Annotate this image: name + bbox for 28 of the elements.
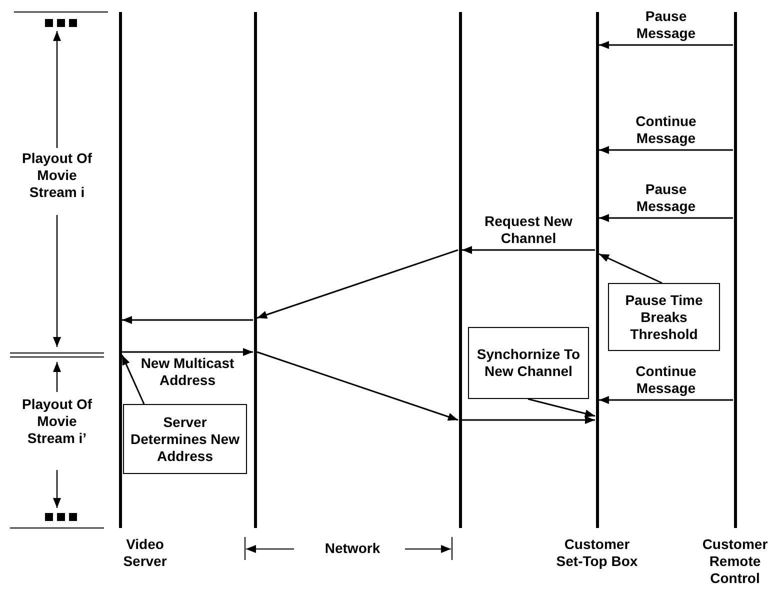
message-arrow <box>462 416 595 424</box>
note-box: Synchornize To New Channel <box>468 327 589 399</box>
message-arrow <box>599 396 733 404</box>
message-arrow <box>122 348 253 356</box>
message-label: Request New Channel <box>484 213 574 247</box>
message-label: Continue Message <box>634 113 698 147</box>
message-label: Continue Message <box>634 363 698 397</box>
message-arrow <box>256 249 458 319</box>
participant-label: Customer Set-Top Box <box>555 536 639 570</box>
message-arrow <box>599 214 733 222</box>
leader-arrow <box>121 354 145 404</box>
message-arrow <box>462 246 595 254</box>
leader-arrow <box>598 253 662 284</box>
message-arrow <box>122 316 253 324</box>
range-label: Network <box>324 540 382 557</box>
message-arrow <box>256 351 458 421</box>
message-label: New Multicast Address <box>140 355 236 389</box>
leader-arrow <box>528 398 596 418</box>
timeline-label: Playout Of Movie Stream i <box>20 150 93 201</box>
note-box: Server Determines New Address <box>123 404 247 474</box>
message-arrow <box>599 41 733 49</box>
message-label: Pause Message <box>635 8 697 42</box>
timeline-label: Playout Of Movie Stream i’ <box>20 396 93 447</box>
message-label: Pause Message <box>635 181 697 215</box>
participant-label: Customer Remote Control <box>701 536 769 587</box>
note-box: Pause Time Breaks Threshold <box>608 283 720 351</box>
message-arrow <box>599 146 733 154</box>
participant-label: Video Server <box>122 536 168 570</box>
